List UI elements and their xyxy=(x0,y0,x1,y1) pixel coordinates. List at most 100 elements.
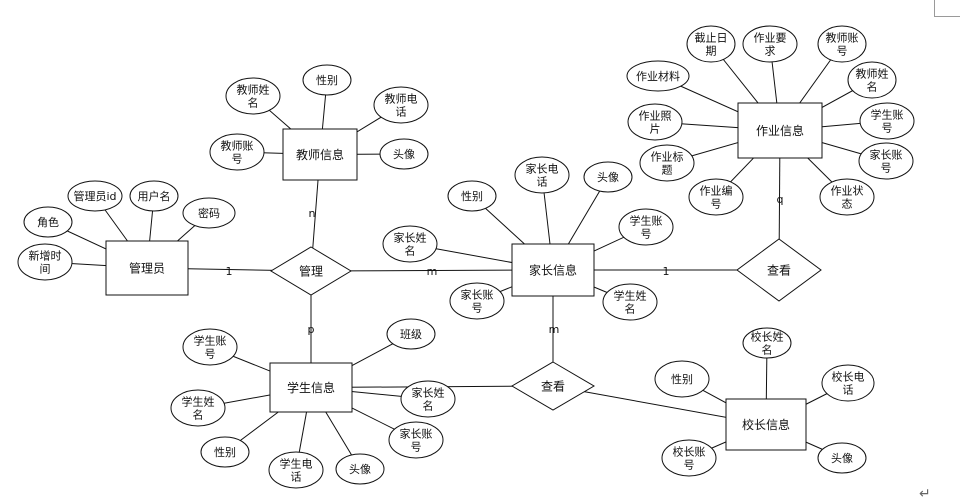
attribute-student-1: 班级 xyxy=(386,318,436,350)
attribute-parent-4: 学生账号 xyxy=(618,208,674,246)
attribute-homework-5-label: 作业照片 xyxy=(639,109,672,135)
attribute-homework-4-label: 教师姓名 xyxy=(856,66,889,93)
attribute-homework-6-label: 学生账号 xyxy=(871,107,904,134)
attribute-principal-0: 性别 xyxy=(654,360,710,398)
attribute-student-6-label-line: 话 xyxy=(291,470,302,483)
entity-principal-label: 校长信息 xyxy=(742,417,790,432)
entity-parent-label-line: 家长信息 xyxy=(529,262,577,277)
attribute-teacher-3-label-line: 号 xyxy=(232,152,243,165)
attribute-homework-0-label-line: 期 xyxy=(706,44,717,57)
entity-principal-label-line: 校长信息 xyxy=(742,417,790,432)
attribute-parent-6: 学生姓名 xyxy=(602,283,658,321)
attribute-student-3-label-line: 名 xyxy=(423,398,434,412)
attribute-homework-5: 作业照片 xyxy=(627,103,683,141)
attribute-teacher-2-label-line: 话 xyxy=(396,105,407,118)
attribute-student-1-ellipse xyxy=(386,318,436,350)
attribute-homework-2: 教师账号 xyxy=(817,25,867,63)
attribute-student-2-label: 学生姓名 xyxy=(182,394,215,421)
attribute-parent-5-ellipse xyxy=(449,282,505,320)
attribute-teacher-2-label: 教师电话 xyxy=(385,92,418,118)
entity-parent: 家长信息 xyxy=(511,243,595,297)
attribute-parent-4-ellipse xyxy=(618,208,674,246)
attribute-student-6-ellipse xyxy=(268,451,324,489)
cardinality-teacher-manage: n xyxy=(309,207,316,220)
cardinality-student-manage: p xyxy=(308,323,315,336)
attribute-admin-3-label-line: 用户名 xyxy=(138,189,171,203)
attribute-student-2: 学生姓名 xyxy=(170,389,226,427)
attribute-homework-10: 作业状态 xyxy=(819,178,875,216)
entity-teacher-label: 教师信息 xyxy=(296,147,344,162)
attribute-student-2-label-line: 学生姓 xyxy=(182,394,215,408)
attribute-student-1-label: 班级 xyxy=(400,328,422,341)
cardinality-parent-manage: m xyxy=(427,265,438,278)
cardinality-parent-view-bottom: m xyxy=(549,323,560,336)
attribute-principal-4-label: 头像 xyxy=(831,452,853,465)
attribute-principal-3-label-line: 校长账 xyxy=(673,444,706,458)
attribute-homework-6-label-line: 号 xyxy=(882,121,893,134)
attribute-homework-7-label-line: 题 xyxy=(662,163,673,176)
attribute-homework-0-ellipse xyxy=(686,25,736,63)
entity-student-label: 学生信息 xyxy=(287,380,335,395)
paragraph-mark-icon: ↵ xyxy=(919,486,931,502)
attribute-homework-2-ellipse xyxy=(817,25,867,63)
attribute-homework-2-label-line: 号 xyxy=(837,44,848,57)
attribute-student-3-label: 家长姓名 xyxy=(412,385,445,412)
attribute-student-5-label-line: 性别 xyxy=(214,445,236,459)
relationship-manage-diamond xyxy=(270,246,352,296)
attribute-principal-3-ellipse xyxy=(661,439,717,477)
attribute-admin-1-label-line: 角色 xyxy=(37,215,59,229)
attribute-homework-10-label-line: 态 xyxy=(842,197,853,210)
attribute-student-3: 家长姓名 xyxy=(400,380,456,418)
attribute-student-5-ellipse xyxy=(200,436,250,468)
attribute-student-7-ellipse xyxy=(335,453,385,485)
attribute-parent-0-ellipse xyxy=(447,180,497,212)
attribute-teacher-3-label: 教师账号 xyxy=(221,139,254,165)
attribute-homework-5-ellipse xyxy=(627,103,683,141)
attribute-teacher-4: 头像 xyxy=(379,138,429,170)
attribute-student-4-label-line: 家长账 xyxy=(400,426,433,440)
attribute-parent-1-label: 家长电话 xyxy=(526,161,559,188)
attribute-student-4-label-line: 号 xyxy=(411,440,422,453)
relationship-view-top-label: 查看 xyxy=(767,263,791,277)
attribute-homework-8-label: 家长账号 xyxy=(870,147,903,174)
attribute-student-6: 学生电话 xyxy=(268,451,324,489)
diagram-shapes: 管理员教师信息家长信息学生信息作业信息校长信息管理查看查看新增时间角色管理员id… xyxy=(17,25,915,489)
attribute-teacher-0-label-line: 名 xyxy=(248,95,259,109)
attribute-homework-5-label-line: 作业照 xyxy=(639,109,672,122)
entity-homework: 作业信息 xyxy=(737,102,823,159)
attribute-parent-4-label-line: 学生账 xyxy=(630,213,663,227)
entity-student-box xyxy=(269,362,353,413)
attribute-principal-4-label-line: 头像 xyxy=(831,452,853,465)
entity-student: 学生信息 xyxy=(269,362,353,413)
entity-parent-box xyxy=(511,243,595,297)
attribute-teacher-0-label: 教师姓名 xyxy=(237,82,270,109)
attribute-student-0-ellipse xyxy=(182,328,238,366)
attribute-homework-9-label-line: 作业编 xyxy=(700,183,733,197)
attribute-parent-4-label-line: 号 xyxy=(641,227,652,240)
attribute-homework-2-label: 教师账号 xyxy=(826,31,859,57)
attribute-principal-2-ellipse xyxy=(821,364,875,402)
entity-admin-label-line: 管理员 xyxy=(129,260,165,275)
attribute-admin-1-ellipse xyxy=(23,206,73,238)
attribute-parent-5-label-line: 号 xyxy=(472,301,483,314)
attribute-principal-1-ellipse xyxy=(742,327,792,359)
entity-teacher-label-line: 教师信息 xyxy=(296,147,344,162)
attribute-teacher-1-label-line: 性别 xyxy=(316,73,338,87)
attribute-homework-1-ellipse xyxy=(742,25,798,63)
attribute-homework-9: 作业编号 xyxy=(688,178,744,216)
attribute-homework-6-ellipse xyxy=(859,102,915,140)
attribute-admin-4: 密码 xyxy=(182,197,236,229)
attribute-parent-3: 家长姓名 xyxy=(382,225,438,263)
attribute-student-0-label: 学生账号 xyxy=(194,333,227,360)
attribute-homework-5-label-line: 片 xyxy=(650,122,661,135)
attribute-admin-0-ellipse xyxy=(17,243,73,281)
attribute-parent-1: 家长电话 xyxy=(514,156,570,194)
attribute-principal-1-label-line: 校长姓 xyxy=(751,329,784,343)
attribute-parent-1-label-line: 家长电 xyxy=(526,161,559,175)
relationship-view-bottom: 查看 xyxy=(511,361,595,411)
attribute-homework-3: 作业材料 xyxy=(626,60,690,92)
entity-principal-box xyxy=(725,398,807,451)
attribute-homework-1-label-line: 作业要 xyxy=(754,31,787,44)
attribute-parent-1-label-line: 话 xyxy=(537,175,548,188)
